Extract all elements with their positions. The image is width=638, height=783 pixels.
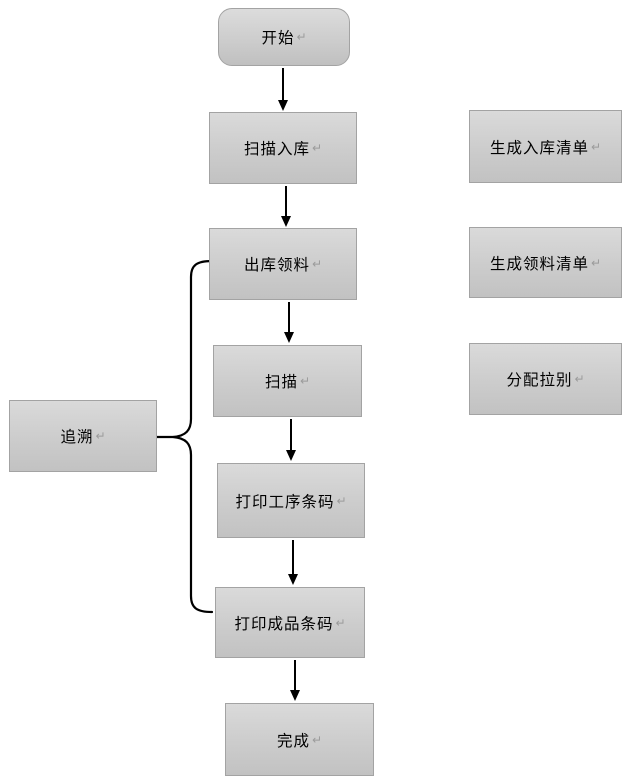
node-scan-inbound: 扫描入库↵ xyxy=(209,112,357,184)
paragraph-mark: ↵ xyxy=(590,255,602,270)
paragraph-mark: ↵ xyxy=(311,257,323,271)
node-label: 完成 xyxy=(276,731,310,750)
node-label: 出库领料 xyxy=(243,256,310,274)
flow-arrow xyxy=(284,302,294,343)
flow-arrow xyxy=(288,540,298,585)
trace-node: 追溯↵ xyxy=(9,400,157,472)
node-label: 追溯 xyxy=(60,428,94,446)
paragraph-mark: ↵ xyxy=(299,374,311,388)
side-node-generate-inbound-list: 生成入库清单↵ xyxy=(469,110,622,183)
paragraph-mark: ↵ xyxy=(590,139,602,154)
node-label: 开始 xyxy=(261,29,295,47)
paragraph-mark: ↵ xyxy=(95,429,106,443)
node-print-process-barcode: 打印工序条码↵ xyxy=(217,463,365,538)
node-print-finished-barcode: 打印成品条码↵ xyxy=(215,587,365,658)
node-label: 分配拉别 xyxy=(506,371,573,389)
node-finish: 完成↵ xyxy=(225,703,374,776)
paragraph-mark: ↵ xyxy=(296,30,307,44)
node-label: 打印工序条码 xyxy=(235,492,335,511)
side-node-assign-line: 分配拉别↵ xyxy=(469,343,622,415)
flow-arrow xyxy=(290,660,300,701)
node-scan: 扫描↵ xyxy=(213,345,362,417)
node-start: 开始↵ xyxy=(218,8,350,66)
node-label: 生成领料清单 xyxy=(489,254,589,273)
paragraph-mark: ↵ xyxy=(336,493,347,508)
node-outbound-picking: 出库领料↵ xyxy=(209,228,357,300)
flow-arrow xyxy=(286,419,296,461)
node-label: 扫描 xyxy=(264,373,298,391)
side-node-generate-picking-list: 生成领料清单↵ xyxy=(469,227,622,298)
node-label: 打印成品条码 xyxy=(234,614,334,633)
flow-arrow xyxy=(281,186,291,227)
paragraph-mark: ↵ xyxy=(335,615,346,630)
node-label: 生成入库清单 xyxy=(489,138,589,157)
paragraph-mark: ↵ xyxy=(574,372,585,386)
paragraph-mark: ↵ xyxy=(311,732,323,747)
node-label: 扫描入库 xyxy=(243,140,310,158)
trace-brace xyxy=(155,259,214,614)
paragraph-mark: ↵ xyxy=(311,141,323,155)
flow-arrow xyxy=(278,68,288,111)
